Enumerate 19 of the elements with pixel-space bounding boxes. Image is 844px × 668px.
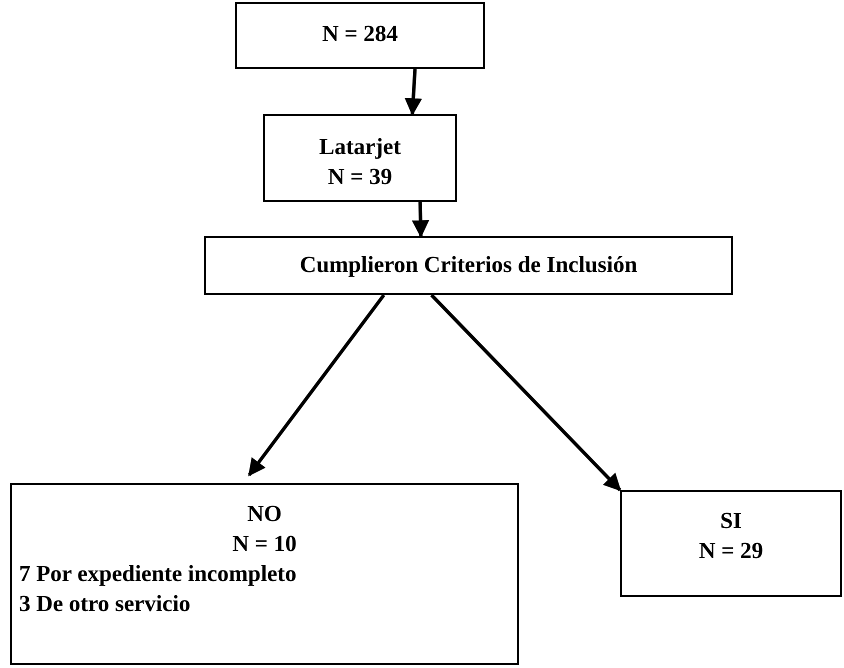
box-text: Cumplieron Criterios de Inclusión	[300, 251, 638, 279]
box-text: NO	[247, 500, 282, 528]
process-box	[620, 490, 842, 597]
box-text: 3 De otro servicio	[19, 590, 190, 618]
process-box	[10, 483, 519, 665]
box-text: N = 284	[322, 20, 398, 48]
arrow	[430, 294, 622, 492]
box-text: 7 Por expediente incompleto	[19, 560, 296, 588]
box-text: N = 10	[232, 530, 297, 558]
arrow	[248, 294, 386, 476]
box-text: Latarjet	[319, 133, 401, 161]
process-box	[235, 2, 485, 69]
box-text: N = 29	[698, 537, 764, 565]
process-box	[263, 114, 457, 202]
arrow	[404, 68, 422, 116]
process-box	[204, 236, 733, 295]
arrow	[412, 202, 430, 238]
box-text: N = 39	[328, 163, 392, 191]
box-text: SI	[720, 507, 742, 535]
